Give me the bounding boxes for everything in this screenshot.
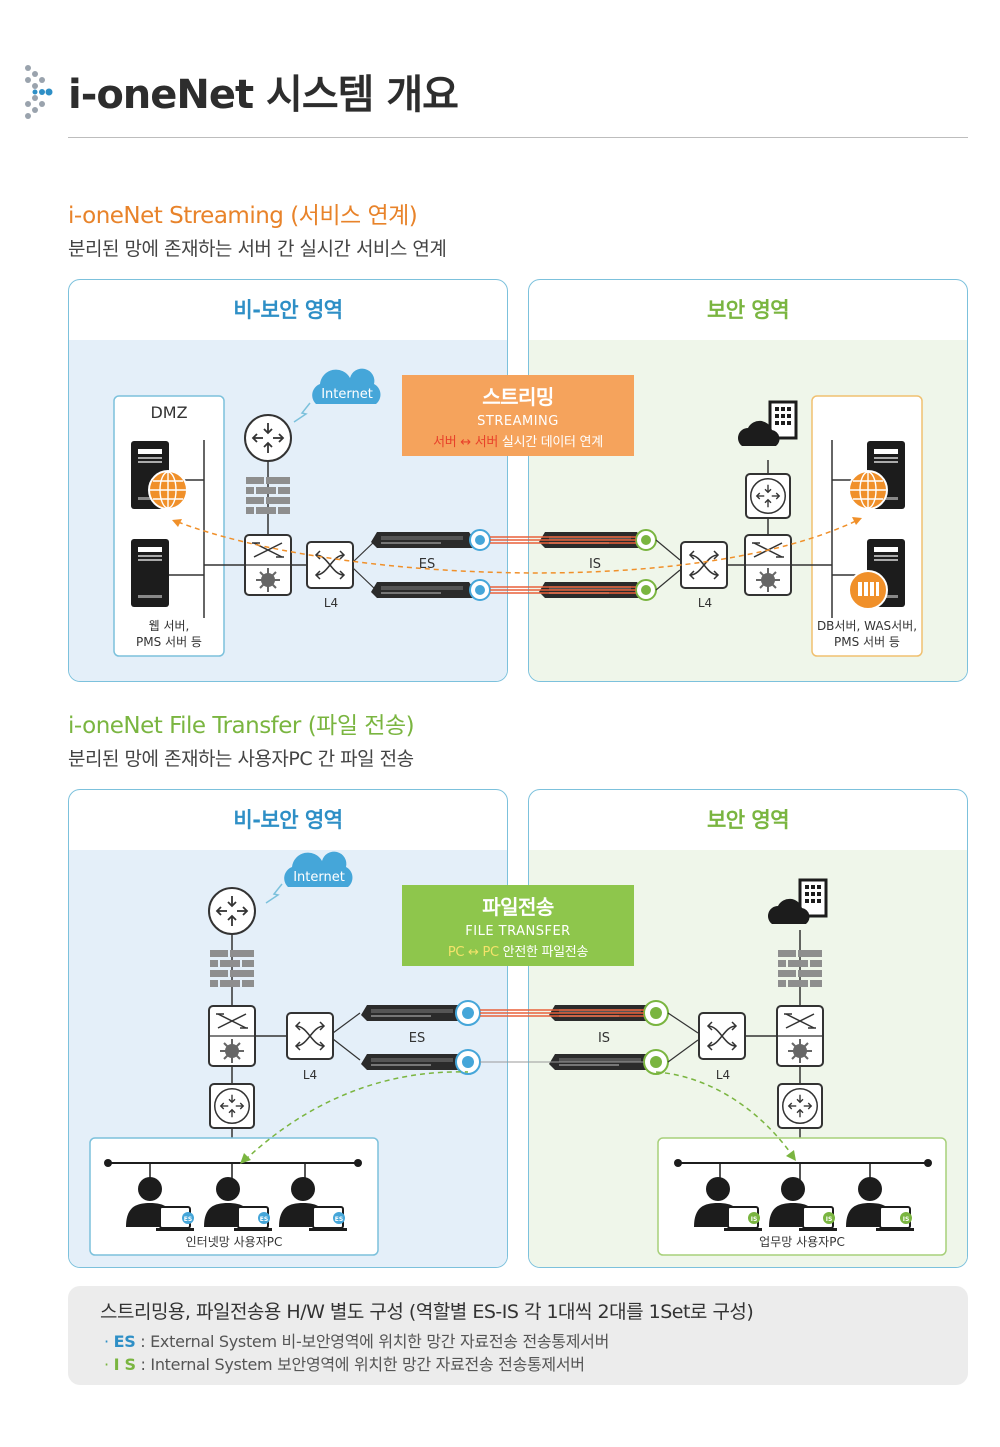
page-title: i-oneNet 시스템 개요	[68, 72, 459, 118]
zone-title: 비-보안 영역	[233, 298, 343, 322]
note-is-line: · I S : Internal System 보안영역에 위치한 망간 자료전…	[104, 1351, 585, 1375]
callout-title: 파일전송	[482, 895, 554, 919]
zone-title: 보안 영역	[706, 298, 790, 322]
callout-desc-arrow: ↔	[460, 435, 471, 450]
note-box	[68, 1286, 968, 1385]
callout-desc-b: PC	[482, 945, 499, 960]
bullet: ·	[104, 1332, 109, 1351]
streaming-insecure-zone: 비-보안 영역	[68, 279, 508, 682]
file-transfer-section-subtitle: 분리된 망에 존재하는 사용자PC 간 파일 전송	[68, 748, 414, 770]
es-description: : External System 비-보안영역에 위치한 망간 자료전송 전송…	[140, 1332, 609, 1351]
logo-dots-icon	[25, 65, 53, 119]
note-headline: 스트리밍용, 파일전송용 H/W 별도 구성 (역할별 ES-IS 각 1대씩 …	[100, 1301, 754, 1323]
callout-desc-rest: 안전한 파일전송	[502, 945, 589, 960]
callout-desc-arrow: ↔	[468, 945, 479, 960]
callout-title: 스트리밍	[482, 385, 554, 409]
file-transfer-section-title: i-oneNet File Transfer (파일 전송)	[68, 713, 415, 739]
streaming-section-title: i-oneNet Streaming (서비스 연계)	[68, 203, 418, 229]
bullet: ·	[104, 1355, 109, 1374]
callout-english: STREAMING	[477, 414, 559, 429]
streaming-callout: 스트리밍 STREAMING 서버 ↔ 서버 실시간 데이터 연계	[402, 375, 634, 456]
is-key: I S	[113, 1355, 136, 1374]
file-secure-zone: 보안 영역	[528, 789, 968, 1268]
title-divider	[68, 137, 968, 138]
callout-desc-a: 서버	[433, 435, 457, 450]
callout-english: FILE TRANSFER	[465, 924, 571, 939]
streaming-secure-zone: 보안 영역	[528, 279, 968, 682]
zone-title: 비-보안 영역	[233, 808, 343, 832]
zone-title: 보안 영역	[706, 808, 790, 832]
callout-description: 서버 ↔ 서버 실시간 데이터 연계	[402, 431, 634, 450]
es-key: ES	[113, 1332, 136, 1351]
callout-desc-b: 서버	[474, 435, 499, 450]
callout-desc-rest: 실시간 데이터 연계	[501, 435, 603, 450]
callout-description: PC ↔ PC 안전한 파일전송	[402, 941, 634, 960]
is-description: : Internal System 보안영역에 위치한 망간 자료전송 전송통제…	[140, 1355, 585, 1374]
file-transfer-callout: 파일전송 FILE TRANSFER PC ↔ PC 안전한 파일전송	[402, 885, 634, 966]
file-insecure-zone: 비-보안 영역	[68, 789, 508, 1268]
note-es-line: · ES : External System 비-보안영역에 위치한 망간 자료…	[104, 1328, 609, 1352]
callout-desc-a: PC	[447, 945, 465, 960]
streaming-section-subtitle: 분리된 망에 존재하는 서버 간 실시간 서비스 연계	[68, 238, 447, 260]
